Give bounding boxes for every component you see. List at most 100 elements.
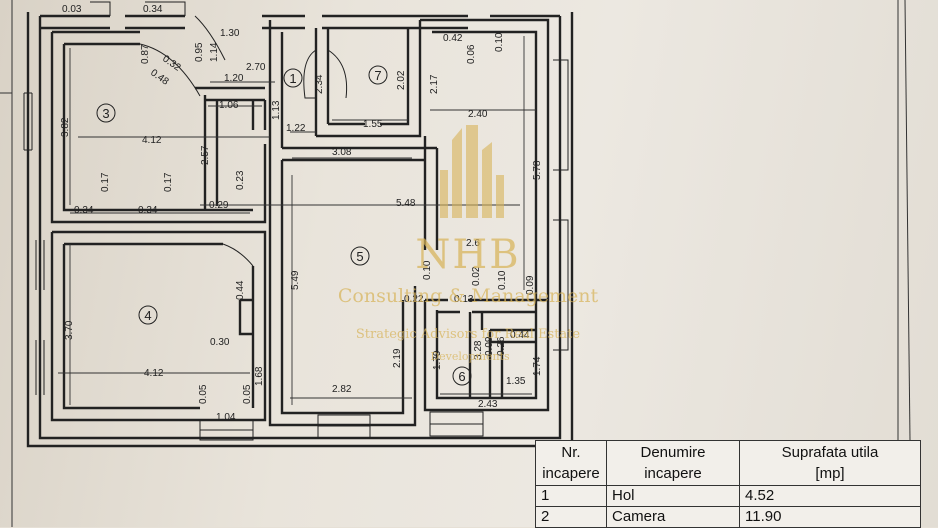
plan-openings: [23, 1, 569, 441]
watermark: NHB Consulting & Management Strategic Ad…: [338, 125, 599, 363]
room-number: 4: [144, 308, 151, 323]
watermark-subtitle: Consulting & Management: [338, 285, 599, 307]
room-marker-6: 6: [452, 366, 472, 386]
watermark-title: NHB: [415, 232, 520, 278]
dimension-label: 0.10: [422, 260, 433, 280]
room-marker-7: 7: [368, 65, 388, 85]
building-logo-icon: [440, 125, 504, 218]
dimension-label: 0.48: [148, 67, 171, 87]
dimension-label: 1.13: [271, 100, 282, 120]
dimension-label: 0.22: [404, 294, 424, 305]
room-number: 5: [356, 249, 363, 264]
dimension-label: 0.34: [143, 4, 163, 15]
dimension-label: 1.22: [286, 123, 306, 134]
room-marker-5: 5: [350, 246, 370, 266]
dimension-label: 0.09: [484, 336, 495, 356]
header-area: Suprafata utila [mp]: [739, 440, 921, 486]
dimension-label: 5.78: [532, 160, 543, 180]
dimension-label: 1.04: [216, 412, 236, 423]
dimension-label: 1.06: [219, 100, 239, 111]
dimension-label: 2.40: [468, 109, 488, 120]
dimension-label: 1.55: [363, 119, 383, 130]
room-number: 7: [374, 68, 381, 83]
dimension-label: 0.05: [198, 384, 209, 404]
dimension-label: 4.12: [144, 368, 164, 379]
dimension-label: 0.05: [242, 384, 253, 404]
dimension-label: 2.34: [314, 74, 325, 94]
dimension-label: 2.17: [429, 74, 440, 94]
cell-room-number: 1: [535, 485, 607, 507]
watermark-tagline: Strategic Advisors for Real Estate: [356, 327, 580, 342]
dimension-label: 5.48: [396, 198, 416, 209]
room-numbers: 1 7 3 5 4 6: [96, 65, 472, 386]
watermark-tagline-2: Developments: [430, 350, 510, 363]
dimension-label: 0.10: [497, 270, 508, 290]
header-room-name-text: Denumire incapere: [640, 444, 706, 482]
header-room-number: Nr. incapere: [535, 440, 607, 486]
room-area-table: Nr. incapere Denumire incapere Suprafata…: [535, 440, 921, 528]
dimension-label: 2.57: [200, 145, 211, 165]
dimension-label: 1.30: [220, 28, 240, 39]
dimension-label: 1.74: [532, 356, 543, 376]
dimension-label: 0.13: [454, 294, 474, 305]
dimension-label: 0.10: [494, 32, 505, 52]
dimension-label: 1.79: [432, 350, 443, 370]
room-number: 1: [289, 71, 296, 86]
header-room-name: Denumire incapere: [606, 440, 740, 486]
dimension-label: 5.49: [290, 270, 301, 290]
header-area-text: Suprafata utila [mp]: [781, 444, 879, 482]
dimension-label: 0.32: [160, 53, 183, 73]
dimension-label: 0.34: [138, 205, 158, 216]
dimension-label: 0.02: [471, 266, 482, 286]
dimension-label: 2.6: [466, 238, 480, 249]
dimension-label: 1.20: [224, 73, 244, 84]
dimension-label: 0.23: [235, 170, 246, 190]
dimension-label: 0.03: [62, 4, 82, 15]
cell-room-number: 2: [535, 506, 607, 528]
dimension-label: 1.68: [254, 366, 265, 386]
dimension-label: 2.70: [246, 62, 266, 73]
dimension-label: 0.42: [443, 33, 463, 44]
dimension-label: 0.87: [140, 44, 151, 64]
cell-room-name: Camera: [606, 506, 740, 528]
room-marker-4: 4: [138, 305, 158, 325]
dimension-label: 0.34: [74, 205, 94, 216]
dimension-label: 1.14: [209, 42, 220, 62]
dimension-label: 0.17: [100, 172, 111, 192]
dimension-label: 1.35: [506, 376, 526, 387]
cell-room-name: Hol: [606, 485, 740, 507]
dimension-labels: 0.03 0.34 1.30 0.87 0.32 0.95 1.14 2.70 …: [60, 4, 543, 423]
cell-area: 4.52: [739, 485, 921, 507]
dimension-label: 0.29: [209, 200, 229, 211]
dimension-label: 0.06: [466, 44, 477, 64]
dimension-label: 0.30: [210, 337, 230, 348]
plan-walls: [26, 12, 574, 448]
dimension-label: 2.19: [392, 348, 403, 368]
table-row: 2 Camera 11.90: [535, 506, 921, 528]
dimension-label: 2.82: [332, 384, 352, 395]
dimension-label: 3.82: [60, 117, 71, 137]
plan-frame: [0, 0, 911, 527]
dimension-label: 0.26: [496, 336, 507, 356]
dimension-label: 3.70: [64, 320, 75, 340]
cell-area: 11.90: [739, 506, 921, 528]
room-number: 3: [102, 106, 109, 121]
dimension-label: 0.44: [235, 280, 246, 300]
dimension-label: 3.28: [473, 340, 484, 360]
table-header-row: Nr. incapere Denumire incapere Suprafata…: [535, 440, 921, 486]
dimension-label: 0.17: [163, 172, 174, 192]
dimension-label: 0.09: [525, 275, 536, 295]
dimension-label: 2.43: [478, 399, 498, 410]
header-room-number-text: Nr. incapere: [542, 444, 600, 482]
room-marker-3: 3: [96, 103, 116, 123]
room-number: 6: [458, 369, 465, 384]
dimension-label: 3.08: [332, 147, 352, 158]
dimension-label: 0.95: [194, 42, 205, 62]
dimension-label: 0.44: [510, 330, 530, 341]
table-row: 1 Hol 4.52: [535, 485, 921, 507]
room-marker-1: 1: [283, 68, 303, 88]
dimension-label: 4.12: [142, 135, 162, 146]
dimension-label: 2.02: [396, 70, 407, 90]
dimension-lines: [58, 36, 536, 405]
